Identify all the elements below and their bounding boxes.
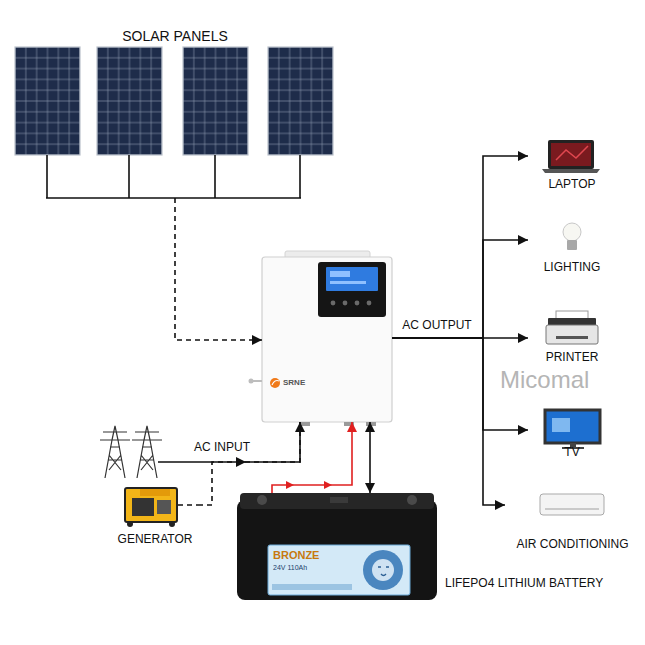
charge-connector xyxy=(272,422,352,493)
node-label: BRONZE xyxy=(273,549,319,562)
inverter xyxy=(249,251,393,426)
button xyxy=(355,301,360,306)
generator-wire xyxy=(178,504,198,505)
node-label: PRINTER xyxy=(546,351,599,365)
printer-icon xyxy=(546,311,598,344)
fuel-tank xyxy=(140,489,170,496)
node-label: LAPTOP xyxy=(548,178,595,192)
button xyxy=(367,301,372,306)
node-text: 24V 110Ah xyxy=(273,564,307,572)
tv-icon xyxy=(545,410,600,449)
cable-port xyxy=(300,422,310,426)
node-label: LIGHTING xyxy=(544,261,601,275)
device-label-box: PRINTER xyxy=(528,308,616,365)
inverter-box: SRNE xyxy=(262,255,392,422)
battery-box: BRONZE24V 110AhLIFEPO4 LITHIUM BATTERY xyxy=(237,493,437,600)
node-label: AIR CONDITIONING xyxy=(516,538,628,552)
label-strip xyxy=(272,584,352,590)
solar-panel xyxy=(97,47,162,155)
device-label-box: LAPTOP xyxy=(528,135,616,195)
button xyxy=(331,301,336,306)
engine xyxy=(132,498,154,516)
terminal xyxy=(407,495,417,505)
lion-emblem xyxy=(372,559,394,581)
solar-panels xyxy=(15,47,333,198)
wheel xyxy=(127,521,133,527)
printer-body xyxy=(546,325,598,344)
solar-array: SOLAR PANELS xyxy=(12,22,338,198)
ac-input-connector xyxy=(198,422,300,505)
laptop-icon xyxy=(542,140,600,173)
tv-screen xyxy=(545,410,600,443)
lcd-screen xyxy=(326,267,378,291)
ac-output-connector xyxy=(392,156,528,338)
generator-frame xyxy=(125,488,177,522)
wheel xyxy=(169,521,175,527)
solar-panel xyxy=(183,47,248,155)
battery-case xyxy=(237,500,437,600)
power-pylons xyxy=(100,426,162,478)
generator-icon xyxy=(125,488,177,527)
pylon xyxy=(100,426,130,478)
battery-display xyxy=(330,497,348,503)
connector-label: AC OUTPUT xyxy=(399,319,474,333)
node-label: SRNE xyxy=(283,378,305,387)
laptop-base xyxy=(542,169,600,173)
ac-unit xyxy=(540,494,604,515)
ac-output-connector xyxy=(392,240,528,338)
button xyxy=(343,301,348,306)
solar-panel xyxy=(268,47,333,155)
battery-lid xyxy=(240,493,434,509)
ac-output-connector xyxy=(392,338,505,505)
lion-emblem xyxy=(363,550,403,590)
terminal xyxy=(257,495,267,505)
bulb-icon xyxy=(563,223,581,250)
lcd-segment xyxy=(330,271,350,277)
node-text: LIFEPO4 LITHIUM BATTERY xyxy=(445,577,603,591)
device-label-box: TV xyxy=(528,400,616,462)
bulb-glass xyxy=(563,223,581,241)
bulb-base xyxy=(567,240,577,250)
inverter-housing xyxy=(262,257,392,422)
air-conditioner-icon xyxy=(540,494,604,515)
printer-slot xyxy=(556,336,588,339)
laptop-display xyxy=(556,146,588,160)
side-knob xyxy=(253,380,262,382)
panel-bus-wire xyxy=(46,155,301,198)
lcd-segment xyxy=(330,281,366,284)
brand-logo xyxy=(272,381,279,386)
battery-icon xyxy=(237,493,437,600)
node-label: TV xyxy=(564,446,579,460)
side-knob xyxy=(249,379,254,384)
node-label: GENERATOR xyxy=(118,533,193,547)
device-label-box: LIGHTING xyxy=(528,215,616,275)
battery-label-panel xyxy=(268,545,410,595)
watermark: Micomal xyxy=(500,366,589,394)
tv-picture xyxy=(552,418,570,432)
laptop-screen xyxy=(548,140,594,169)
pylon xyxy=(132,426,162,478)
battery-connector xyxy=(369,422,371,493)
solar-panel xyxy=(15,47,80,155)
generator-box: GENERATOR xyxy=(112,482,198,548)
ac-vent xyxy=(545,508,599,510)
dc-connector xyxy=(175,198,262,340)
connector-label: AC INPUT xyxy=(191,441,253,455)
grid-wire xyxy=(158,422,300,462)
laptop-display xyxy=(551,143,591,166)
lion-emblem xyxy=(378,567,389,576)
device-label-box: AIR CONDITIONING xyxy=(505,488,640,552)
alternator xyxy=(157,500,171,514)
display-panel xyxy=(318,262,386,317)
brand-logo xyxy=(270,378,280,388)
node-label: SOLAR PANELS xyxy=(122,28,228,44)
cable-port xyxy=(366,422,376,426)
